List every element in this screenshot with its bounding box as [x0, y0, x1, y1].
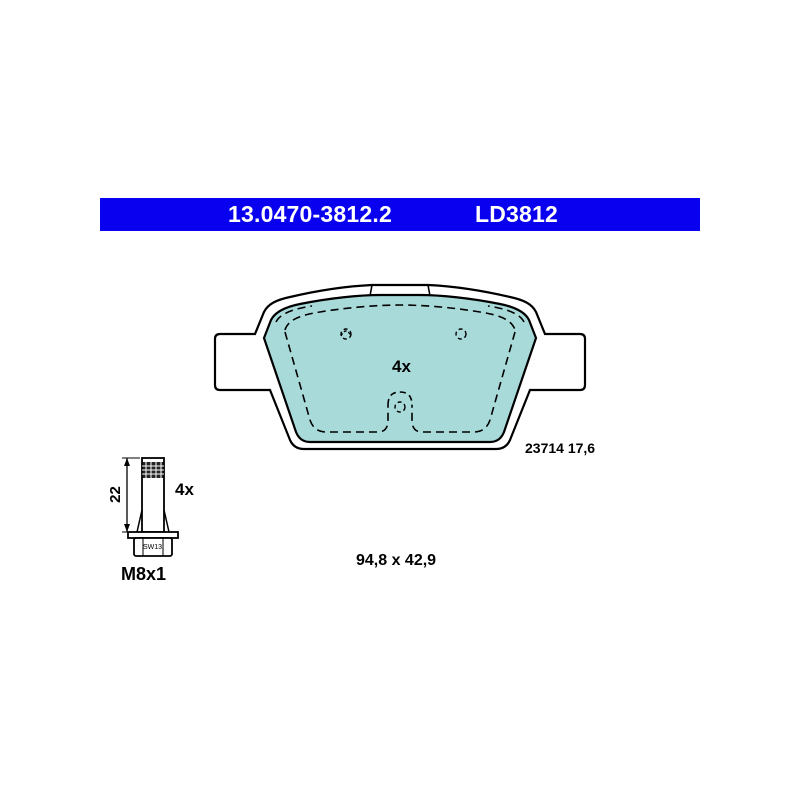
pin-hole-right [455, 328, 467, 340]
hidden-outline [284, 304, 516, 331]
hidden-outline-3 [487, 305, 525, 323]
center-hole [394, 401, 406, 413]
friction-lining [262, 293, 538, 444]
edge-mark-left [369, 284, 373, 297]
title-bar [100, 198, 700, 231]
edge-mark-right [427, 284, 431, 297]
bolt-thread: M8x1 [121, 564, 167, 584]
center-notch [387, 391, 413, 406]
hidden-edge-left [284, 331, 389, 433]
ld-code: LD3812 [475, 201, 559, 227]
bolt-quantity: 4x [175, 480, 194, 499]
pad-dimensions: 94,8 x 42,9 [356, 552, 437, 569]
bolt-drawing [122, 457, 179, 557]
wva-number: 23714 17,6 [525, 440, 596, 456]
pin-hole-left [340, 328, 352, 340]
hidden-edge-right [411, 331, 516, 433]
wrench-size: SW13 [143, 544, 163, 551]
bolt-length: 22 [106, 486, 124, 503]
hidden-outline-2 [275, 305, 313, 323]
pad-quantity: 4x [392, 357, 411, 376]
part-number: 13.0470-3812.2 [228, 201, 392, 227]
